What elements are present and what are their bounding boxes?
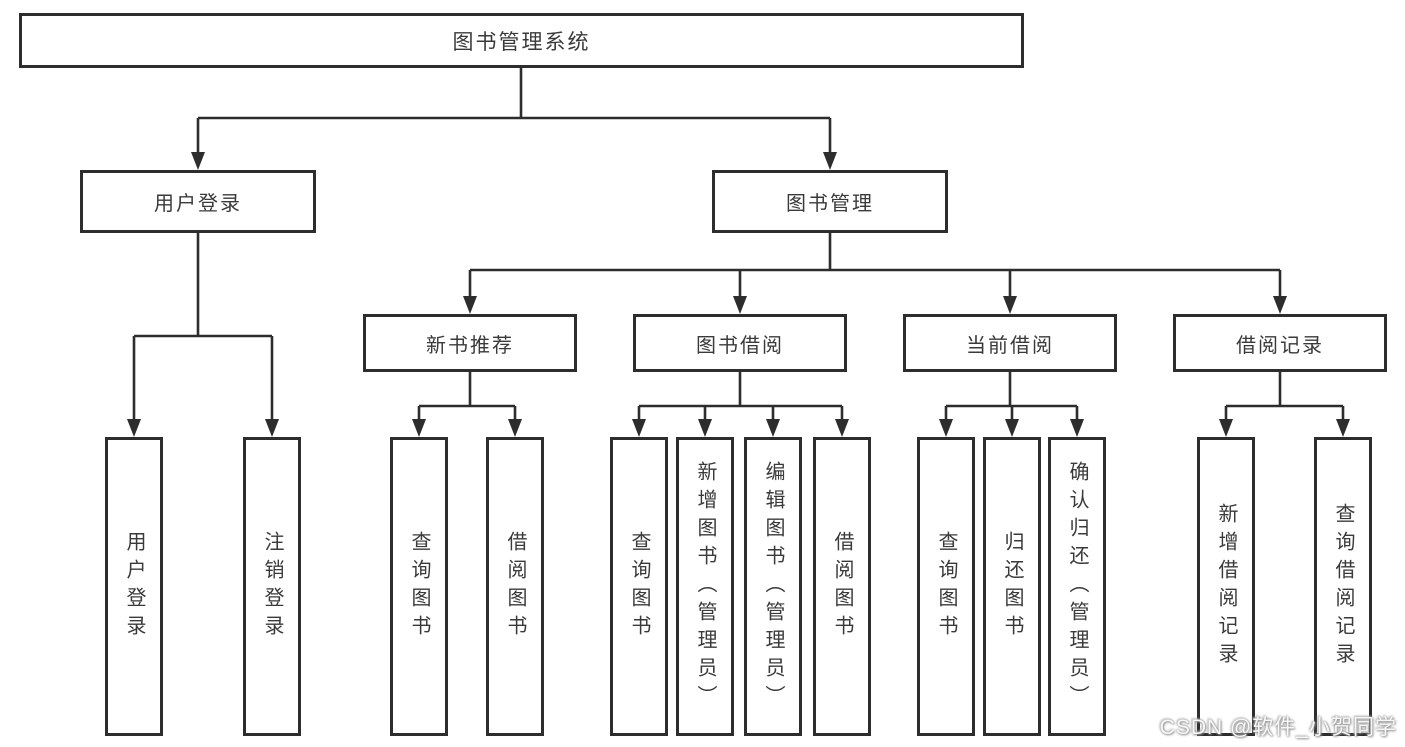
leaf-label: 用户登录 (123, 530, 145, 643)
leaf-label: 确认归还（管理员） (1066, 460, 1088, 713)
node-borrowing-records: 借阅记录 (1173, 314, 1387, 372)
node-book-management: 图书管理 (712, 170, 948, 233)
node-library-management-system: 图书管理系统 (19, 13, 1024, 68)
leaf-query-borrow-record: 查询借阅记录 (1314, 437, 1372, 736)
leaf-logout-login: 注销登录 (243, 437, 301, 736)
leaf-confirm-return-admin: 确认归还（管理员） (1048, 437, 1106, 736)
node-current-borrowing: 当前借阅 (903, 314, 1117, 372)
leaf-borrow-books-1: 借阅图书 (486, 437, 544, 736)
leaf-return-books: 归还图书 (983, 437, 1041, 736)
leaf-edit-books-admin: 编辑图书（管理员） (744, 437, 802, 736)
leaf-add-books-admin: 新增图书（管理员） (676, 437, 734, 736)
leaf-add-borrow-record: 新增借阅记录 (1197, 437, 1255, 736)
node-label: 图书管理 (786, 193, 874, 215)
leaf-label: 借阅图书 (831, 530, 853, 643)
leaf-label: 借阅图书 (504, 530, 526, 643)
node-label: 当前借阅 (966, 334, 1054, 357)
leaf-user-login: 用户登录 (105, 437, 163, 736)
node-label: 图书管理系统 (452, 30, 591, 54)
node-book-borrowing: 图书借阅 (633, 314, 847, 372)
node-label: 借阅记录 (1236, 334, 1324, 357)
leaf-label: 查询借阅记录 (1332, 502, 1354, 671)
node-new-book-recommendation: 新书推荐 (363, 314, 577, 372)
leaf-borrow-books-2: 借阅图书 (813, 437, 871, 736)
leaf-label: 归还图书 (1001, 530, 1023, 643)
node-label: 用户登录 (154, 193, 242, 215)
watermark: CSDN @软件_小贺同学 (1159, 716, 1397, 739)
leaf-label: 新增借阅记录 (1215, 502, 1237, 671)
leaf-label: 查询图书 (935, 530, 957, 643)
node-label: 图书借阅 (696, 334, 784, 357)
leaf-label: 新增图书（管理员） (694, 460, 716, 713)
node-user-login: 用户登录 (80, 170, 316, 233)
leaf-label: 查询图书 (628, 530, 650, 643)
leaf-query-books-1: 查询图书 (390, 437, 448, 736)
leaf-query-books-3: 查询图书 (917, 437, 975, 736)
node-label: 新书推荐 (426, 334, 514, 357)
leaf-label: 编辑图书（管理员） (762, 460, 784, 713)
leaf-label: 查询图书 (408, 530, 430, 643)
leaf-query-books-2: 查询图书 (610, 437, 668, 736)
leaf-label: 注销登录 (261, 530, 283, 643)
